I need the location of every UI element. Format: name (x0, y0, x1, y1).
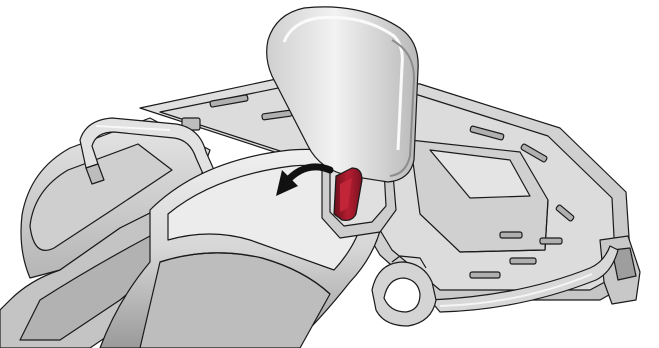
illustration-stage (0, 0, 659, 348)
atv-backrest-release-illustration (0, 0, 659, 348)
